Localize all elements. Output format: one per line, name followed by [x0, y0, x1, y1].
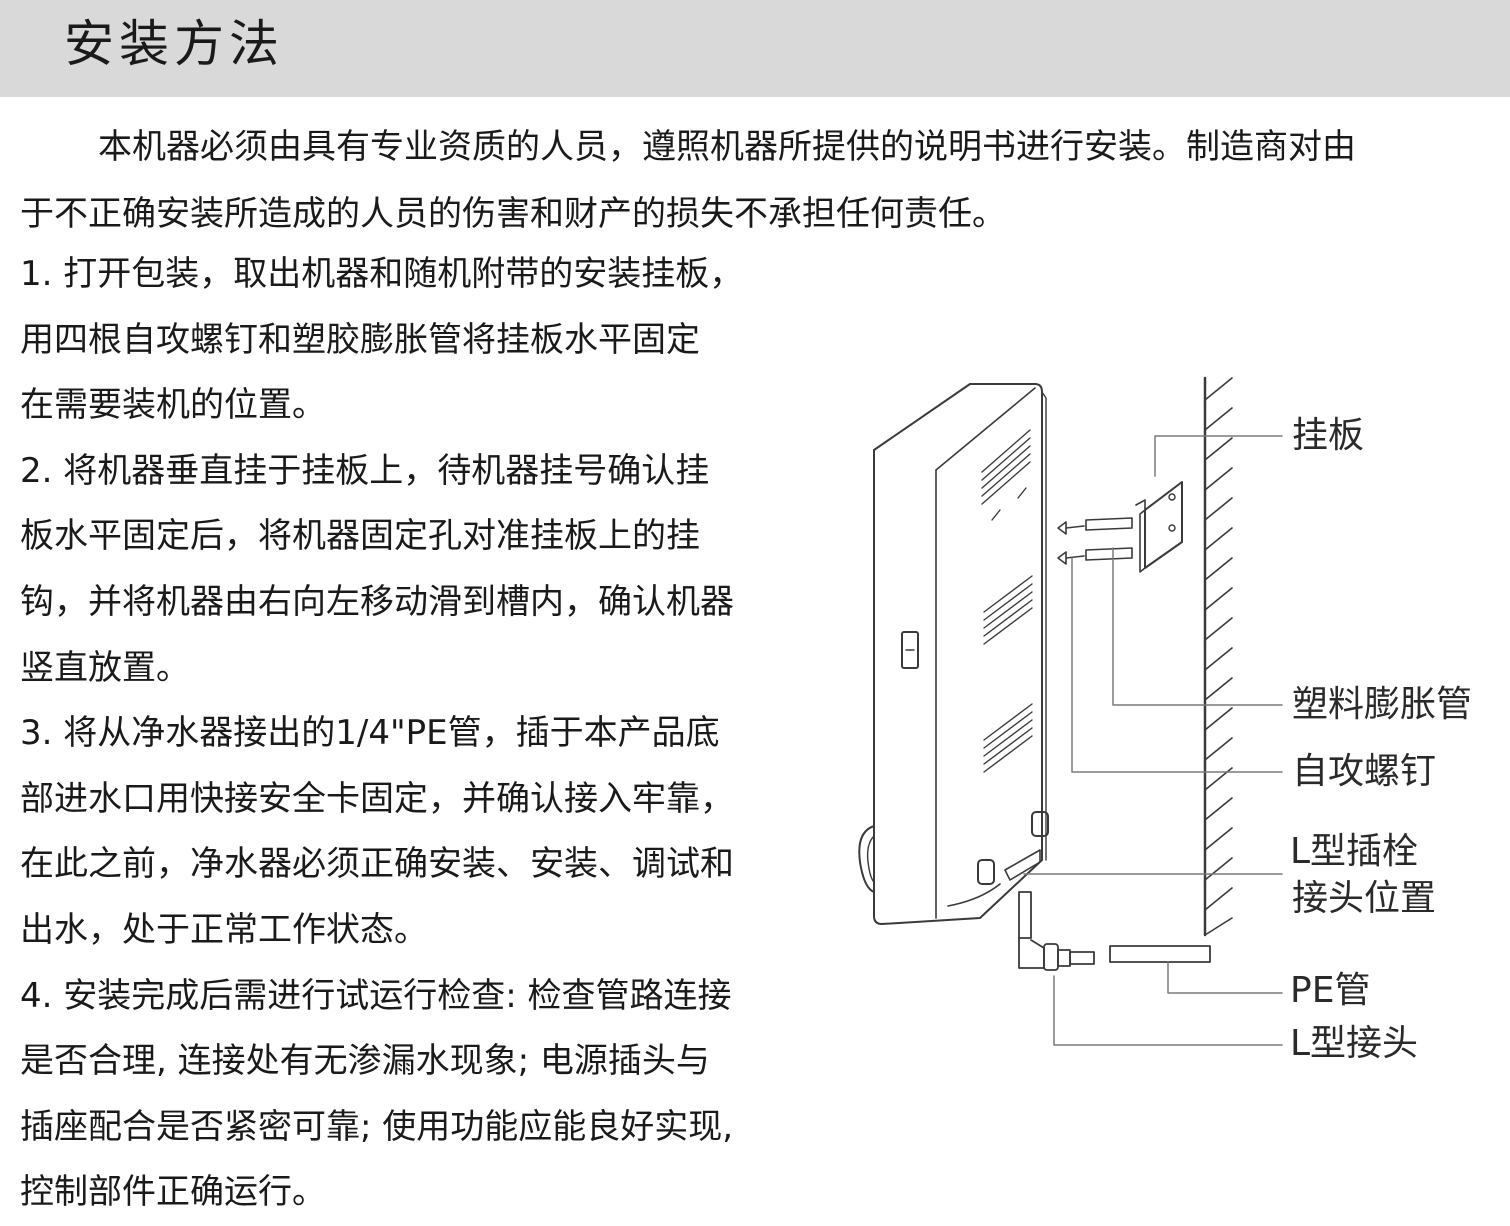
label-mounting-plate: 挂板	[1292, 415, 1365, 456]
label-pe-tube: PE管	[1290, 970, 1371, 1011]
intro-line: 本机器必须由具有专业资质的人员，遵照机器所提供的说明书进行安装。制造商对由	[98, 127, 1356, 167]
mounting-plate-illustration	[1135, 481, 1183, 573]
pe-tube-illustration	[1109, 945, 1211, 963]
step-line: 控制部件正确运行。	[20, 1172, 326, 1213]
section-header: 安装方法	[0, 0, 1510, 97]
label-l-connector: L型接头	[1290, 1023, 1419, 1064]
step-line: 钩，并将机器由右向左移动滑到槽内，确认机器	[20, 581, 734, 622]
label-l-plug-position-line1: L型插栓	[1290, 831, 1419, 872]
step-line: 2. 将机器垂直挂于挂板上，待机器挂号确认挂	[20, 450, 710, 491]
step-line: 4. 安装完成后需进行试运行检查: 检查管路连接	[20, 975, 732, 1016]
label-plastic-anchor: 塑料膨胀管	[1292, 684, 1473, 725]
screw-illustration	[1057, 521, 1085, 565]
leader-lines	[1023, 435, 1283, 1046]
intro-line: 于不正确安装所造成的人员的伤害和财产的损失不承担任何责任。	[20, 194, 1006, 234]
step-line: 是否合理, 连接处有无渗漏水现象; 电源插头与	[20, 1041, 710, 1082]
step-line: 出水，处于正常工作状态。	[20, 909, 428, 950]
step-line: 用四根自攻螺钉和塑胶膨胀管将挂板水平固定	[20, 319, 700, 360]
step-line: 部进水口用快接安全卡固定，并确认接入牢靠，	[20, 778, 734, 819]
plastic-anchor-illustration	[1085, 517, 1133, 561]
step-line: 在需要装机的位置。	[20, 385, 326, 426]
label-l-plug-position-line2: 接头位置	[1292, 878, 1437, 919]
section-title: 安装方法	[64, 15, 284, 73]
step-line: 在此之前，净水器必须正确安装、安装、调试和	[20, 844, 734, 885]
step-line: 插座配合是否紧密可靠; 使用功能应能良好实现,	[20, 1106, 734, 1147]
step-line: 1. 打开包装，取出机器和随机附带的安装挂板，	[20, 254, 744, 294]
wall-illustration	[1203, 376, 1233, 937]
label-self-tapping-screw: 自攻螺钉	[1292, 751, 1437, 792]
l-connector-illustration	[1018, 891, 1095, 971]
step-line: 板水平固定后，将机器固定孔对准挂板上的挂	[20, 516, 700, 557]
step-line: 竖直放置。	[20, 647, 190, 688]
step-line: 3. 将从净水器接出的1/4"PE管，插于本产品底	[20, 713, 720, 754]
intro-paragraph: 本机器必须由具有专业资质的人员，遵照机器所提供的说明书进行安装。制造商对由 于不…	[20, 114, 1508, 248]
installation-steps: 1. 打开包装，取出机器和随机附带的安装挂板， 用四根自攻螺钉和塑胶膨胀管将挂板…	[20, 242, 850, 1226]
water-machine-illustration	[858, 383, 1049, 925]
